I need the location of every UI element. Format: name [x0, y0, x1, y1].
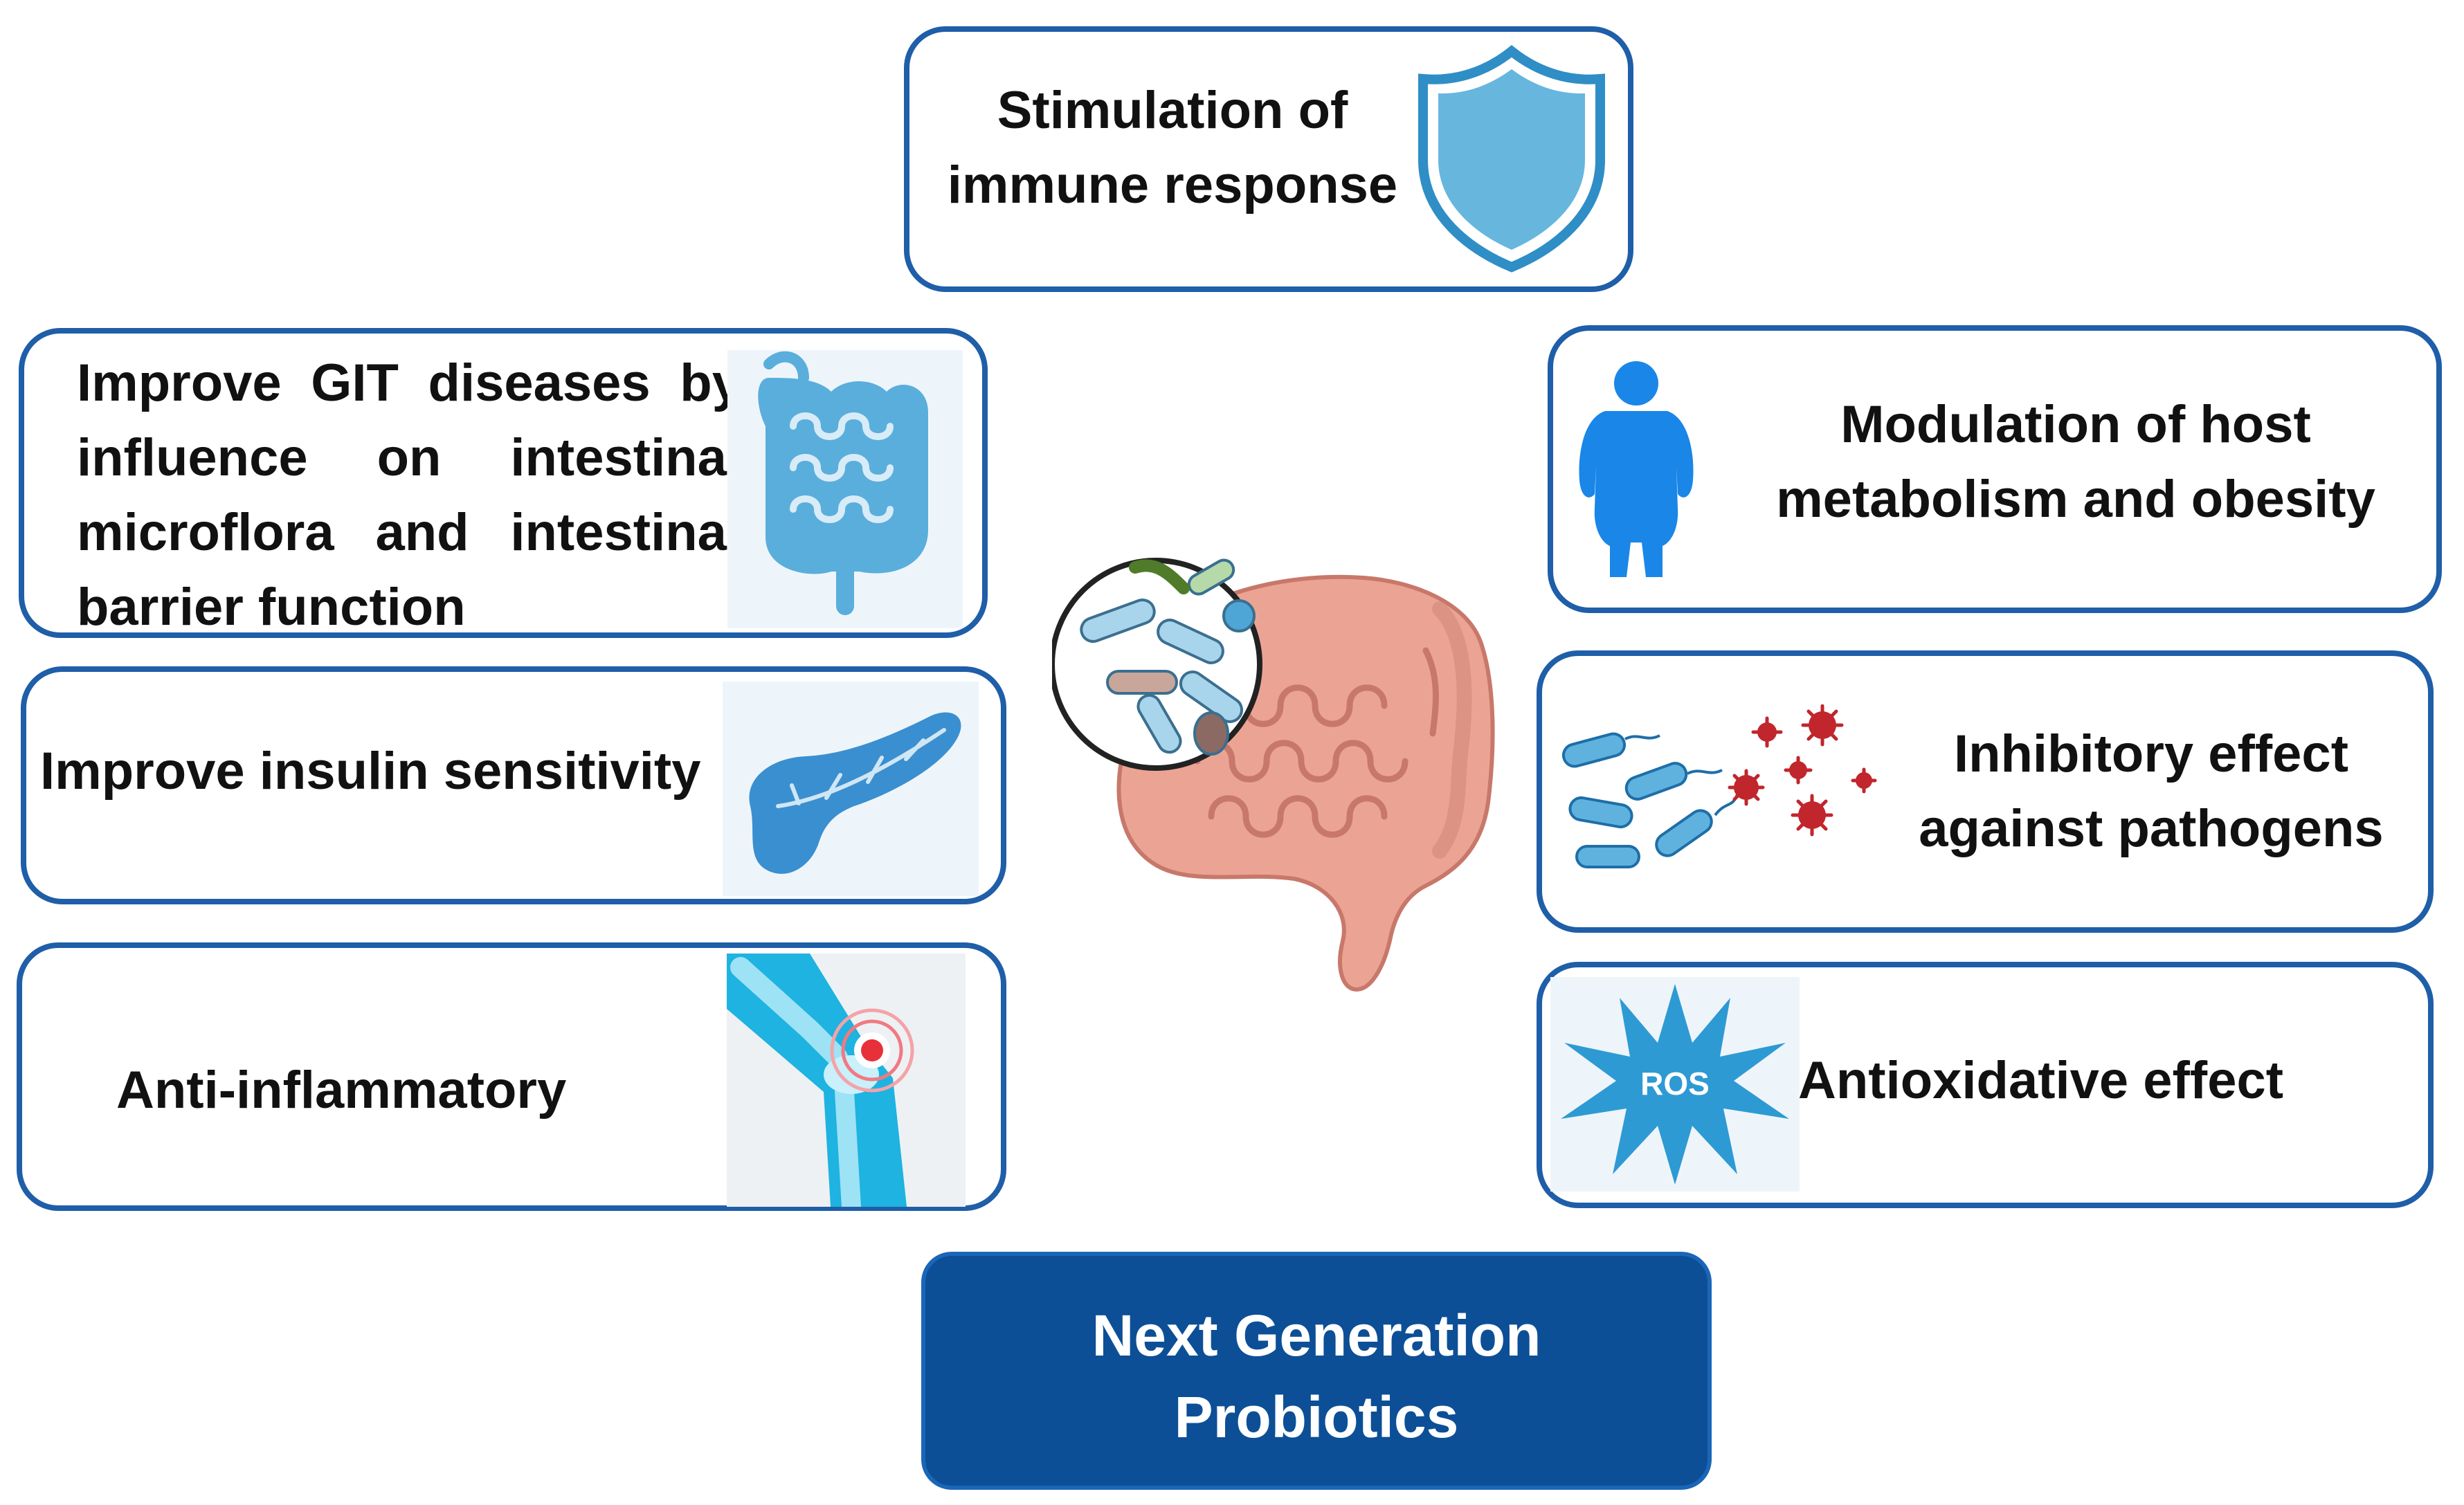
metabolism-line1: Modulation of host	[1840, 395, 2311, 454]
anti-inflammatory-label: Anti-inflammatory	[116, 1061, 567, 1120]
pathogens-line1: Inhibitory effect	[1953, 724, 2349, 783]
git-diseases-label: Improve GIT diseases by influence on int…	[77, 354, 741, 637]
next-generation-probiotics-label: Next Generation Probiotics	[925, 1295, 1707, 1458]
insulin-label: Improve insulin sensitivity	[40, 742, 701, 801]
pathogens-box: Inhibitory effect against pathogens	[1537, 650, 2434, 933]
bacteria-virus-icon	[1556, 704, 1902, 884]
ros-label: ROS	[1640, 1066, 1710, 1102]
immune-response-box: Stimulation of immune response	[904, 26, 1633, 292]
ngp-line2: Probiotics	[1174, 1385, 1459, 1450]
antioxidative-box: ROS Antioxidative effect	[1537, 962, 2434, 1208]
next-generation-probiotics-box: Next Generation Probiotics	[921, 1252, 1712, 1490]
pathogens-line2: against pathogens	[1919, 799, 2384, 858]
metabolism-label: Modulation of host metabolism and obesit…	[1726, 387, 2425, 537]
insulin-box: Improve insulin sensitivity	[21, 666, 1006, 904]
shield-icon	[1408, 39, 1615, 274]
metabolism-line2: metabolism and obesity	[1776, 470, 2375, 529]
metabolism-box: Modulation of host metabolism and obesit…	[1548, 325, 2442, 613]
immune-response-line1: Stimulation of	[997, 81, 1348, 140]
antioxidative-label: Antioxidative effect	[1798, 1051, 2284, 1110]
obese-person-icon	[1574, 356, 1698, 584]
immune-response-label: Stimulation of immune response	[937, 73, 1408, 223]
intestine-icon	[727, 350, 963, 628]
ngp-line1: Next Generation	[1091, 1303, 1541, 1368]
pathogens-label: Inhibitory effect against pathogens	[1888, 717, 2414, 866]
ros-burst-icon: ROS	[1550, 977, 1800, 1192]
pancreas-icon	[723, 682, 979, 896]
knee-joint-icon	[727, 954, 966, 1207]
gut-microbiota-icon	[1052, 526, 1509, 996]
immune-response-line2: immune response	[947, 156, 1398, 215]
git-diseases-box: Improve GIT diseases by influence on int…	[19, 328, 988, 638]
anti-inflammatory-box: Anti-inflammatory	[17, 942, 1006, 1211]
